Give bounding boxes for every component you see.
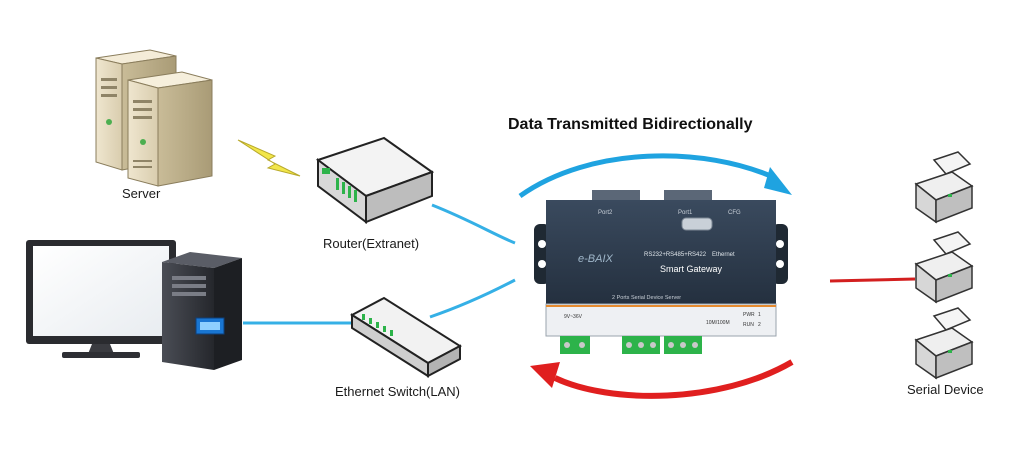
smart-gateway-device: Port2 Port1 CFG e-BAIX RS232+RS485+RS422… bbox=[534, 190, 788, 354]
printer-icon bbox=[914, 151, 974, 224]
gateway-led2-label: 2 bbox=[758, 322, 761, 328]
gateway-ethernet-label: Ethernet bbox=[712, 252, 735, 258]
forward-data-arrow bbox=[518, 153, 777, 199]
gateway-model-label: Smart Gateway bbox=[660, 264, 723, 274]
gateway-cfg-label: CFG bbox=[728, 210, 741, 216]
return-arrow-head bbox=[530, 362, 560, 388]
gateway-power-label: 9V~36V bbox=[564, 314, 583, 320]
ethernet-switch-icon bbox=[350, 296, 462, 378]
router-label: Router(Extranet) bbox=[323, 236, 420, 251]
terminal-blocks bbox=[560, 336, 702, 354]
gateway-eth-speed-label: 10M/100M bbox=[706, 320, 730, 326]
gateway-run-label: RUN bbox=[743, 322, 754, 328]
server-icon bbox=[95, 49, 213, 187]
ethernet-switch-label: Ethernet Switch(LAN) bbox=[335, 384, 460, 399]
desktop-computer-icon bbox=[26, 240, 242, 370]
gateway-port1-label: Port1 bbox=[678, 210, 693, 216]
printer-icon bbox=[914, 307, 974, 380]
connection-cables bbox=[243, 203, 916, 325]
gateway-port2-label: Port2 bbox=[598, 210, 613, 216]
gateway-to-serial-cable bbox=[829, 277, 916, 283]
return-data-arrow bbox=[553, 359, 794, 399]
gateway-pwr-label: PWR bbox=[743, 312, 755, 318]
serial-device-label: Serial Device bbox=[907, 382, 984, 397]
gateway-brand: e-BAIX bbox=[578, 253, 614, 265]
switch-to-gateway-cable bbox=[429, 278, 516, 319]
printer-icon bbox=[914, 231, 974, 304]
server-label: Server bbox=[122, 186, 161, 201]
gateway-led1-label: 1 bbox=[758, 312, 761, 318]
lightning-icon bbox=[237, 139, 301, 177]
forward-arrow-head bbox=[764, 167, 792, 195]
router-to-gateway-cable bbox=[431, 203, 516, 245]
router-icon bbox=[315, 136, 435, 224]
gateway-subtitle: 2 Ports Serial Device Server bbox=[612, 295, 681, 301]
diagram-title: Data Transmitted Bidirectionally bbox=[508, 116, 753, 133]
gateway-interfaces-label: RS232+RS485+RS422 bbox=[644, 252, 707, 258]
